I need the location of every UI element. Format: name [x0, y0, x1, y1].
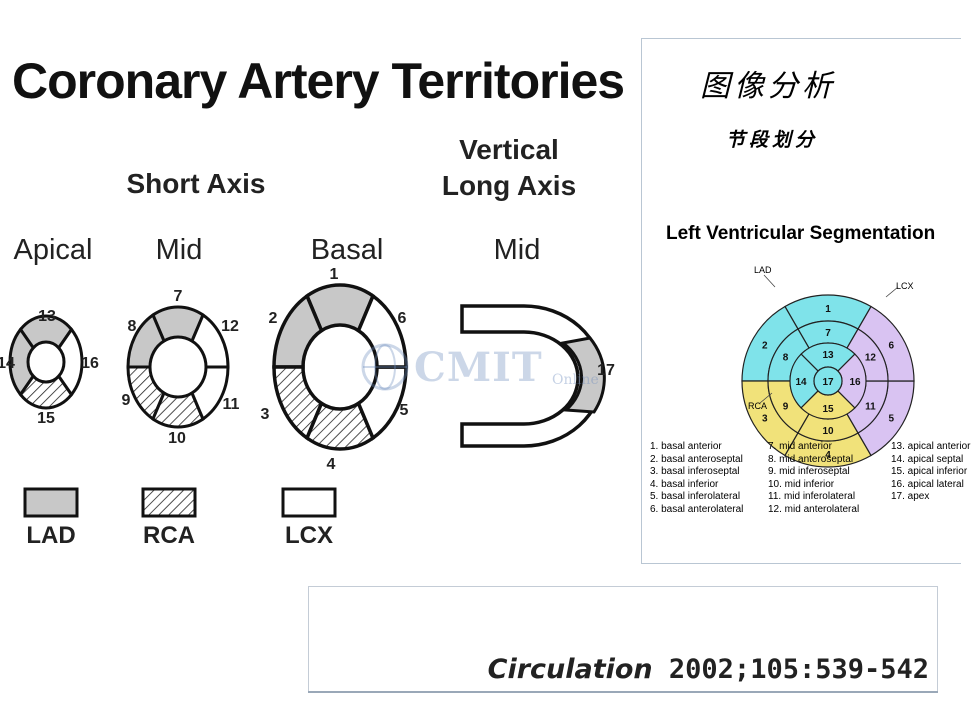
bullseye-number: 6: [888, 341, 894, 352]
bullseye-number: 12: [865, 353, 877, 364]
citation-text: Circulation 2002;105:539-542: [488, 654, 929, 685]
segment-item: 14. apical septal: [891, 453, 964, 465]
segment-item: 4. basal inferior: [650, 478, 719, 490]
legend-box-lad: [23, 487, 79, 518]
basal-segment-6: [356, 293, 408, 369]
segment-number-9: 9: [121, 392, 131, 409]
bullseye-label-rca: RCA: [748, 401, 768, 411]
bullseye-number: 5: [888, 414, 894, 425]
segment-item: 9. mid inferoseptal: [768, 466, 850, 478]
bullseye-number: 8: [783, 353, 789, 364]
citation-journal: Circulation: [487, 654, 653, 685]
segment-item: 11. mid inferolateral: [768, 491, 856, 503]
segment-list-col3: 13. apical anterior 14. apical septal 15…: [891, 441, 971, 504]
segment-number-11: 11: [222, 396, 240, 413]
segment-number-3: 3: [260, 406, 270, 423]
segment-number-7: 7: [173, 288, 183, 305]
bullseye-number: 9: [783, 402, 789, 413]
bullseye-apex-segment: [813, 366, 843, 396]
legend-label-rca: RCA: [143, 522, 195, 549]
bullseye-number: 4: [825, 450, 831, 461]
segment-number-17: 17: [597, 362, 615, 379]
apical-segment-16: [56, 326, 84, 398]
citation-ref: 2002;105:539-542: [652, 654, 929, 685]
vla-apex-segment: [559, 336, 606, 414]
segment-item: 6. basal anterolateral: [650, 503, 744, 515]
short-axis-header: Short Axis: [126, 168, 266, 199]
vertical-long-axis-header-line2: Long Axis: [441, 170, 577, 201]
segment-number-1: 1: [329, 266, 339, 283]
segment-number-10: 10: [168, 430, 186, 447]
slice-label-basal: Basal: [310, 234, 384, 266]
segment-number-14: 14: [0, 355, 15, 372]
segmentation-panel: 图像分析 节段划分 Left Ventricular Segmentation …: [641, 38, 971, 564]
bullseye-number: 2: [762, 341, 768, 352]
legend-label-lcx: LCX: [285, 522, 333, 549]
page-title: Coronary Artery Territories: [12, 53, 625, 109]
segment-item: 16. apical lateral: [891, 478, 964, 490]
slice-label-vla-mid: Mid: [493, 234, 541, 266]
segment-item: 10. mid inferior: [768, 478, 835, 490]
bullseye-label-lcx: LCX: [896, 281, 914, 291]
segment-number-4: 4: [326, 456, 336, 473]
bullseye-number: 1: [825, 304, 831, 315]
cn-title: 图像分析: [700, 69, 836, 104]
segment-item: 5. basal inferolateral: [650, 491, 741, 503]
segment-number-2: 2: [268, 310, 278, 327]
segment-number-13: 13: [38, 308, 56, 325]
slice-label-mid: Mid: [155, 234, 203, 266]
bullseye-number: 15: [822, 404, 834, 415]
bullseye-label-lad: LAD: [754, 265, 772, 275]
segment-item: 7. mid anterior: [768, 441, 832, 452]
bullseye-number: 16: [849, 377, 861, 388]
segment-item: 8. mid anteroseptal: [768, 453, 854, 465]
bullseye-number: 17: [822, 377, 834, 388]
segment-item: 12. mid anterolateral: [768, 503, 860, 515]
vertical-long-axis-header-line1: Vertical: [459, 134, 559, 165]
segment-number-6: 6: [397, 310, 407, 327]
segment-number-5: 5: [399, 402, 409, 419]
segment-list-col2: 7. mid anterior 8. mid anteroseptal 9. m…: [768, 441, 859, 517]
slice-label-apical: Apical: [13, 234, 93, 266]
cn-subtitle: 节段划分: [726, 129, 819, 151]
vertical-long-axis-mid: [460, 304, 606, 448]
segment-number-15: 15: [37, 410, 55, 427]
segment-item: 1. basal anterior: [650, 441, 722, 452]
bullseye-number: 14: [795, 377, 807, 388]
segment-item: 13. apical anterior: [891, 441, 971, 452]
bullseye-pointer-lines: [759, 274, 899, 404]
bullseye-number: 10: [822, 426, 834, 437]
legend-label-lad: LAD: [26, 522, 76, 549]
globe-icon: [361, 343, 409, 391]
bullseye-number: 3: [762, 414, 768, 425]
watermark-text: CMIT: [414, 344, 543, 391]
lv-segmentation-title: Left Ventricular Segmentation: [666, 223, 936, 244]
segment-number-12: 12: [221, 318, 239, 335]
segment-list-col1: 1. basal anterior 2. basal anteroseptal …: [650, 441, 743, 517]
bullseye-number: 13: [822, 350, 834, 361]
segment-number-8: 8: [127, 318, 137, 335]
segment-item: 17. apex: [891, 491, 930, 503]
segment-item: 2. basal anteroseptal: [650, 453, 743, 465]
legend-box-lcx: [281, 487, 337, 518]
watermark-sub: Online: [552, 372, 599, 388]
segment-item: 3. basal inferoseptal: [650, 466, 740, 478]
legend-box-rca: [141, 487, 197, 518]
bullseye-number: 7: [825, 328, 831, 339]
segment-number-16: 16: [81, 355, 99, 372]
bullseye-number: 11: [865, 402, 876, 413]
citation-box: Circulation 2002;105:539-542: [308, 586, 938, 691]
mid-segment-12: [190, 312, 230, 369]
segment-item: 15. apical inferior: [891, 466, 968, 478]
